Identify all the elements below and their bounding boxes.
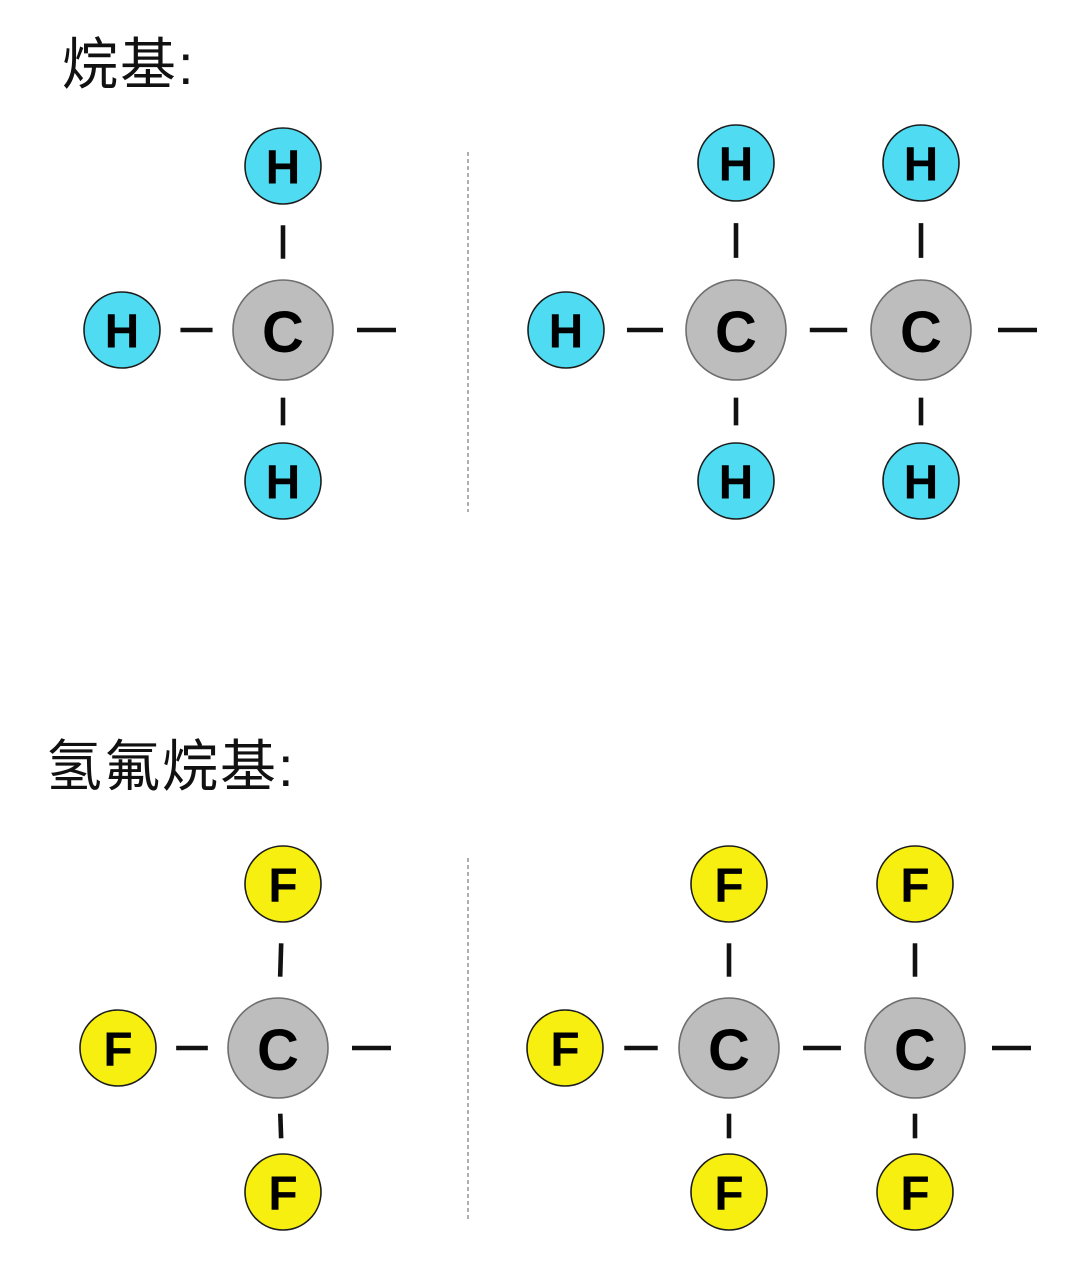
atom-circle (244, 1153, 322, 1231)
atom-label: H (105, 305, 140, 358)
hydrogen-atom: H (527, 291, 605, 369)
carbon-atom: C (864, 997, 966, 1099)
fluorine-atom: F (79, 1009, 157, 1087)
section-title-alkyl: 烷基: (62, 33, 196, 96)
atom-circle (882, 124, 960, 202)
hydrogen-atom: H (83, 291, 161, 369)
atom-label: C (894, 1018, 936, 1083)
trifluoromethyl-group: F F C F (79, 845, 391, 1231)
atom-circle (882, 442, 960, 520)
hydrogen-atom: H (697, 124, 775, 202)
atom-circle (244, 442, 322, 520)
atom-circle (876, 1153, 954, 1231)
atom-label: H (719, 138, 754, 191)
atom-label: F (900, 1167, 929, 1220)
atom-label: H (266, 141, 301, 194)
section-title-hydrofluoroalkyl: 氢氟烷基: (46, 735, 296, 798)
atom-label: C (900, 300, 942, 365)
atom-circle (232, 279, 334, 381)
atom-label: H (904, 456, 939, 509)
fluorine-atom: F (244, 845, 322, 923)
atom-label: C (715, 300, 757, 365)
atom-label: F (550, 1023, 579, 1076)
atom-circle (876, 845, 954, 923)
hydrogen-atom: H (697, 442, 775, 520)
atom-circle (527, 291, 605, 369)
section-hydrofluoroalkyl: F F C F F C C F F F F (79, 845, 1031, 1231)
atom-label: F (714, 859, 743, 912)
atom-label: F (268, 1167, 297, 1220)
bond-line (277, 1113, 284, 1139)
atom-label: H (266, 456, 301, 509)
atom-circle (864, 997, 966, 1099)
atom-circle (685, 279, 787, 381)
atom-circle (870, 279, 972, 381)
hydrogen-atom: H (244, 127, 322, 205)
fluorine-atom: F (690, 1153, 768, 1231)
carbon-atom: C (870, 279, 972, 381)
atom-label: H (719, 456, 754, 509)
atom-circle (690, 1153, 768, 1231)
atom-circle (690, 845, 768, 923)
atom-circle (227, 997, 329, 1099)
carbon-atom: C (232, 279, 334, 381)
atom-circle (244, 127, 322, 205)
atom-circle (697, 124, 775, 202)
fluorine-atom: F (690, 845, 768, 923)
atom-label: C (262, 300, 304, 365)
atom-label: F (714, 1167, 743, 1220)
carbon-atom: C (685, 279, 787, 381)
fluorine-atom: F (876, 845, 954, 923)
ethyl-group: H C C H H H H (527, 124, 1037, 520)
fluorine-atom: F (244, 1153, 322, 1231)
atom-circle (83, 291, 161, 369)
hydrogen-atom: H (244, 442, 322, 520)
hydrogen-atom: H (882, 442, 960, 520)
atom-label: H (904, 138, 939, 191)
section-alkyl: H H C H H C C H H H H (83, 124, 1037, 520)
atom-label: F (268, 859, 297, 912)
pentafluoroethyl-group: F C C F F F F (526, 845, 1031, 1231)
atom-circle (79, 1009, 157, 1087)
carbon-atom: C (227, 997, 329, 1099)
atom-label: F (103, 1023, 132, 1076)
atom-label: C (257, 1018, 299, 1083)
atom-label: F (900, 859, 929, 912)
fluorine-atom: F (526, 1009, 604, 1087)
atom-label: H (549, 305, 584, 358)
methyl-group: H H C H (83, 127, 396, 520)
hydrogen-atom: H (882, 124, 960, 202)
bond-line (277, 943, 284, 977)
atom-circle (244, 845, 322, 923)
atom-circle (526, 1009, 604, 1087)
atom-label: C (708, 1018, 750, 1083)
fluorine-atom: F (876, 1153, 954, 1231)
atom-circle (697, 442, 775, 520)
carbon-atom: C (678, 997, 780, 1099)
atom-circle (678, 997, 780, 1099)
